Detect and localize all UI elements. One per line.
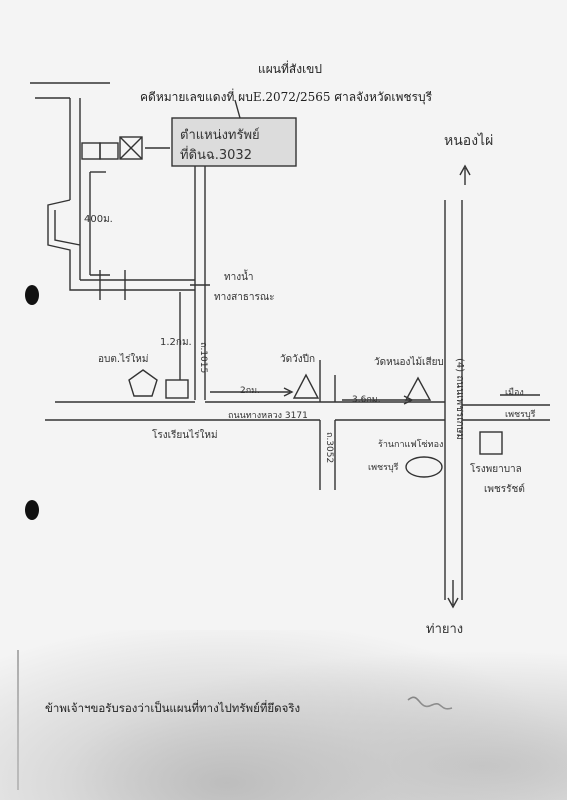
canal-label: ทางน้ำ	[224, 272, 254, 283]
punch-hole-bottom	[25, 500, 39, 520]
property-office-square	[165, 379, 189, 399]
distance-3-6km: 3.6กม.	[352, 395, 381, 405]
hospital-name-label: เพชรรัชต์	[484, 484, 525, 495]
shop-ellipse	[405, 456, 443, 478]
distance-1-2km: 1.2กม.	[160, 337, 192, 348]
district-office-label: อบต.ไร่ใหม่	[98, 354, 149, 365]
road-3171-label: ถนนทางหลวง 3171	[228, 411, 308, 421]
land-deed-label: ที่ดินฉ.3032	[180, 148, 252, 163]
punch-hole-top	[25, 285, 39, 305]
road-3052-label: ถ.3052	[324, 432, 334, 464]
temple-2-label: วัดหนองไม้เสียบ	[374, 357, 444, 368]
right-city-label: เมือง	[505, 388, 524, 398]
public-way-label: ทางสาธารณะ	[214, 292, 275, 303]
north-town-label: หนองไผ่	[444, 133, 494, 149]
paper-smudge	[0, 630, 567, 800]
hospital-label: โรงพยาบาล	[470, 464, 522, 475]
property-office-label: โรงเรียนไร่ใหม่	[152, 430, 218, 441]
hospital-square	[479, 431, 503, 455]
property-marker	[119, 136, 143, 160]
map-title: แผนที่สังเขป	[258, 62, 322, 76]
highway-4-label: (4) ถนนเพชรเกษม	[454, 358, 465, 440]
right-province-label: เพชรบุรี	[505, 410, 536, 420]
district-office-pentagon	[128, 369, 158, 397]
case-number-line: คดีหมายเลขแดงที่ ผบE.2072/2565 ศาลจังหวั…	[140, 90, 433, 104]
certification-text: ข้าพเจ้าฯขอรับรองว่าเป็นแผนที่ทางไปทรัพย…	[45, 701, 301, 715]
temple-1-label: วัดวังปีก	[280, 354, 316, 365]
shop-label: ร้านกาแฟโซ่ทอง	[378, 440, 444, 450]
property-label: ตำแหน่งทรัพย์	[180, 128, 260, 143]
distance-2km: 2กม.	[240, 386, 260, 396]
temple-2-triangle	[404, 376, 432, 401]
temple-1-triangle	[292, 373, 320, 399]
property-callout-box	[171, 117, 297, 167]
road-1015-label: ถ.1015	[198, 342, 208, 374]
distance-400m: 400ม.	[84, 214, 113, 225]
shop-province-label: เพชรบุรี	[368, 463, 399, 473]
